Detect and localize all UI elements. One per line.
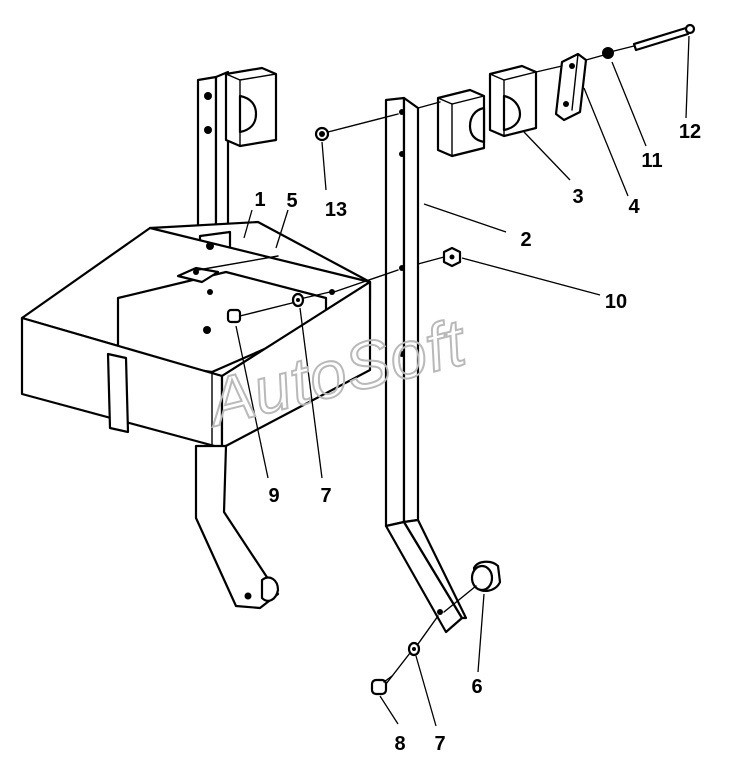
callout-2: 2 bbox=[520, 229, 531, 251]
callout-13: 13 bbox=[325, 199, 347, 221]
bolt-part-12 bbox=[632, 23, 696, 52]
callout-7-lower: 7 bbox=[434, 733, 445, 755]
washer-part-7-lower bbox=[407, 641, 421, 657]
clamp-block-left bbox=[436, 88, 486, 158]
callout-12: 12 bbox=[679, 121, 701, 143]
callout-11: 11 bbox=[641, 150, 662, 172]
assembly-lines bbox=[327, 45, 635, 685]
callout-9: 9 bbox=[268, 485, 279, 507]
left-bracket-upper-arm bbox=[196, 70, 230, 238]
callout-6: 6 bbox=[471, 676, 482, 698]
callout-3: 3 bbox=[572, 186, 583, 208]
nut-part-11 bbox=[602, 47, 614, 59]
bolt-part-9 bbox=[226, 301, 297, 324]
nut-part-10 bbox=[442, 246, 462, 268]
bolt-part-8 bbox=[370, 675, 393, 696]
left-clamp-block bbox=[224, 66, 278, 148]
callout-4: 4 bbox=[628, 196, 640, 218]
leader-lines bbox=[235, 35, 690, 727]
callout-5: 5 bbox=[286, 190, 297, 212]
callout-labels: 1 2 3 4 5 6 7 7 8 9 10 11 12 13 bbox=[254, 121, 701, 755]
clamp-block-part-3 bbox=[488, 64, 538, 138]
rubber-bumper-part-6 bbox=[470, 560, 502, 592]
callout-10: 10 bbox=[605, 291, 627, 313]
callout-7-upper: 7 bbox=[320, 485, 331, 507]
callout-1: 1 bbox=[254, 189, 265, 211]
left-bracket-lower-arm bbox=[194, 444, 280, 610]
battery-tray-part-1 bbox=[20, 220, 372, 450]
nut-part-13 bbox=[314, 126, 330, 142]
right-bracket-part-2 bbox=[384, 96, 468, 634]
clamp-plate-part-4 bbox=[554, 52, 588, 122]
callout-8: 8 bbox=[394, 733, 405, 755]
washer-part-7-upper bbox=[291, 289, 335, 308]
